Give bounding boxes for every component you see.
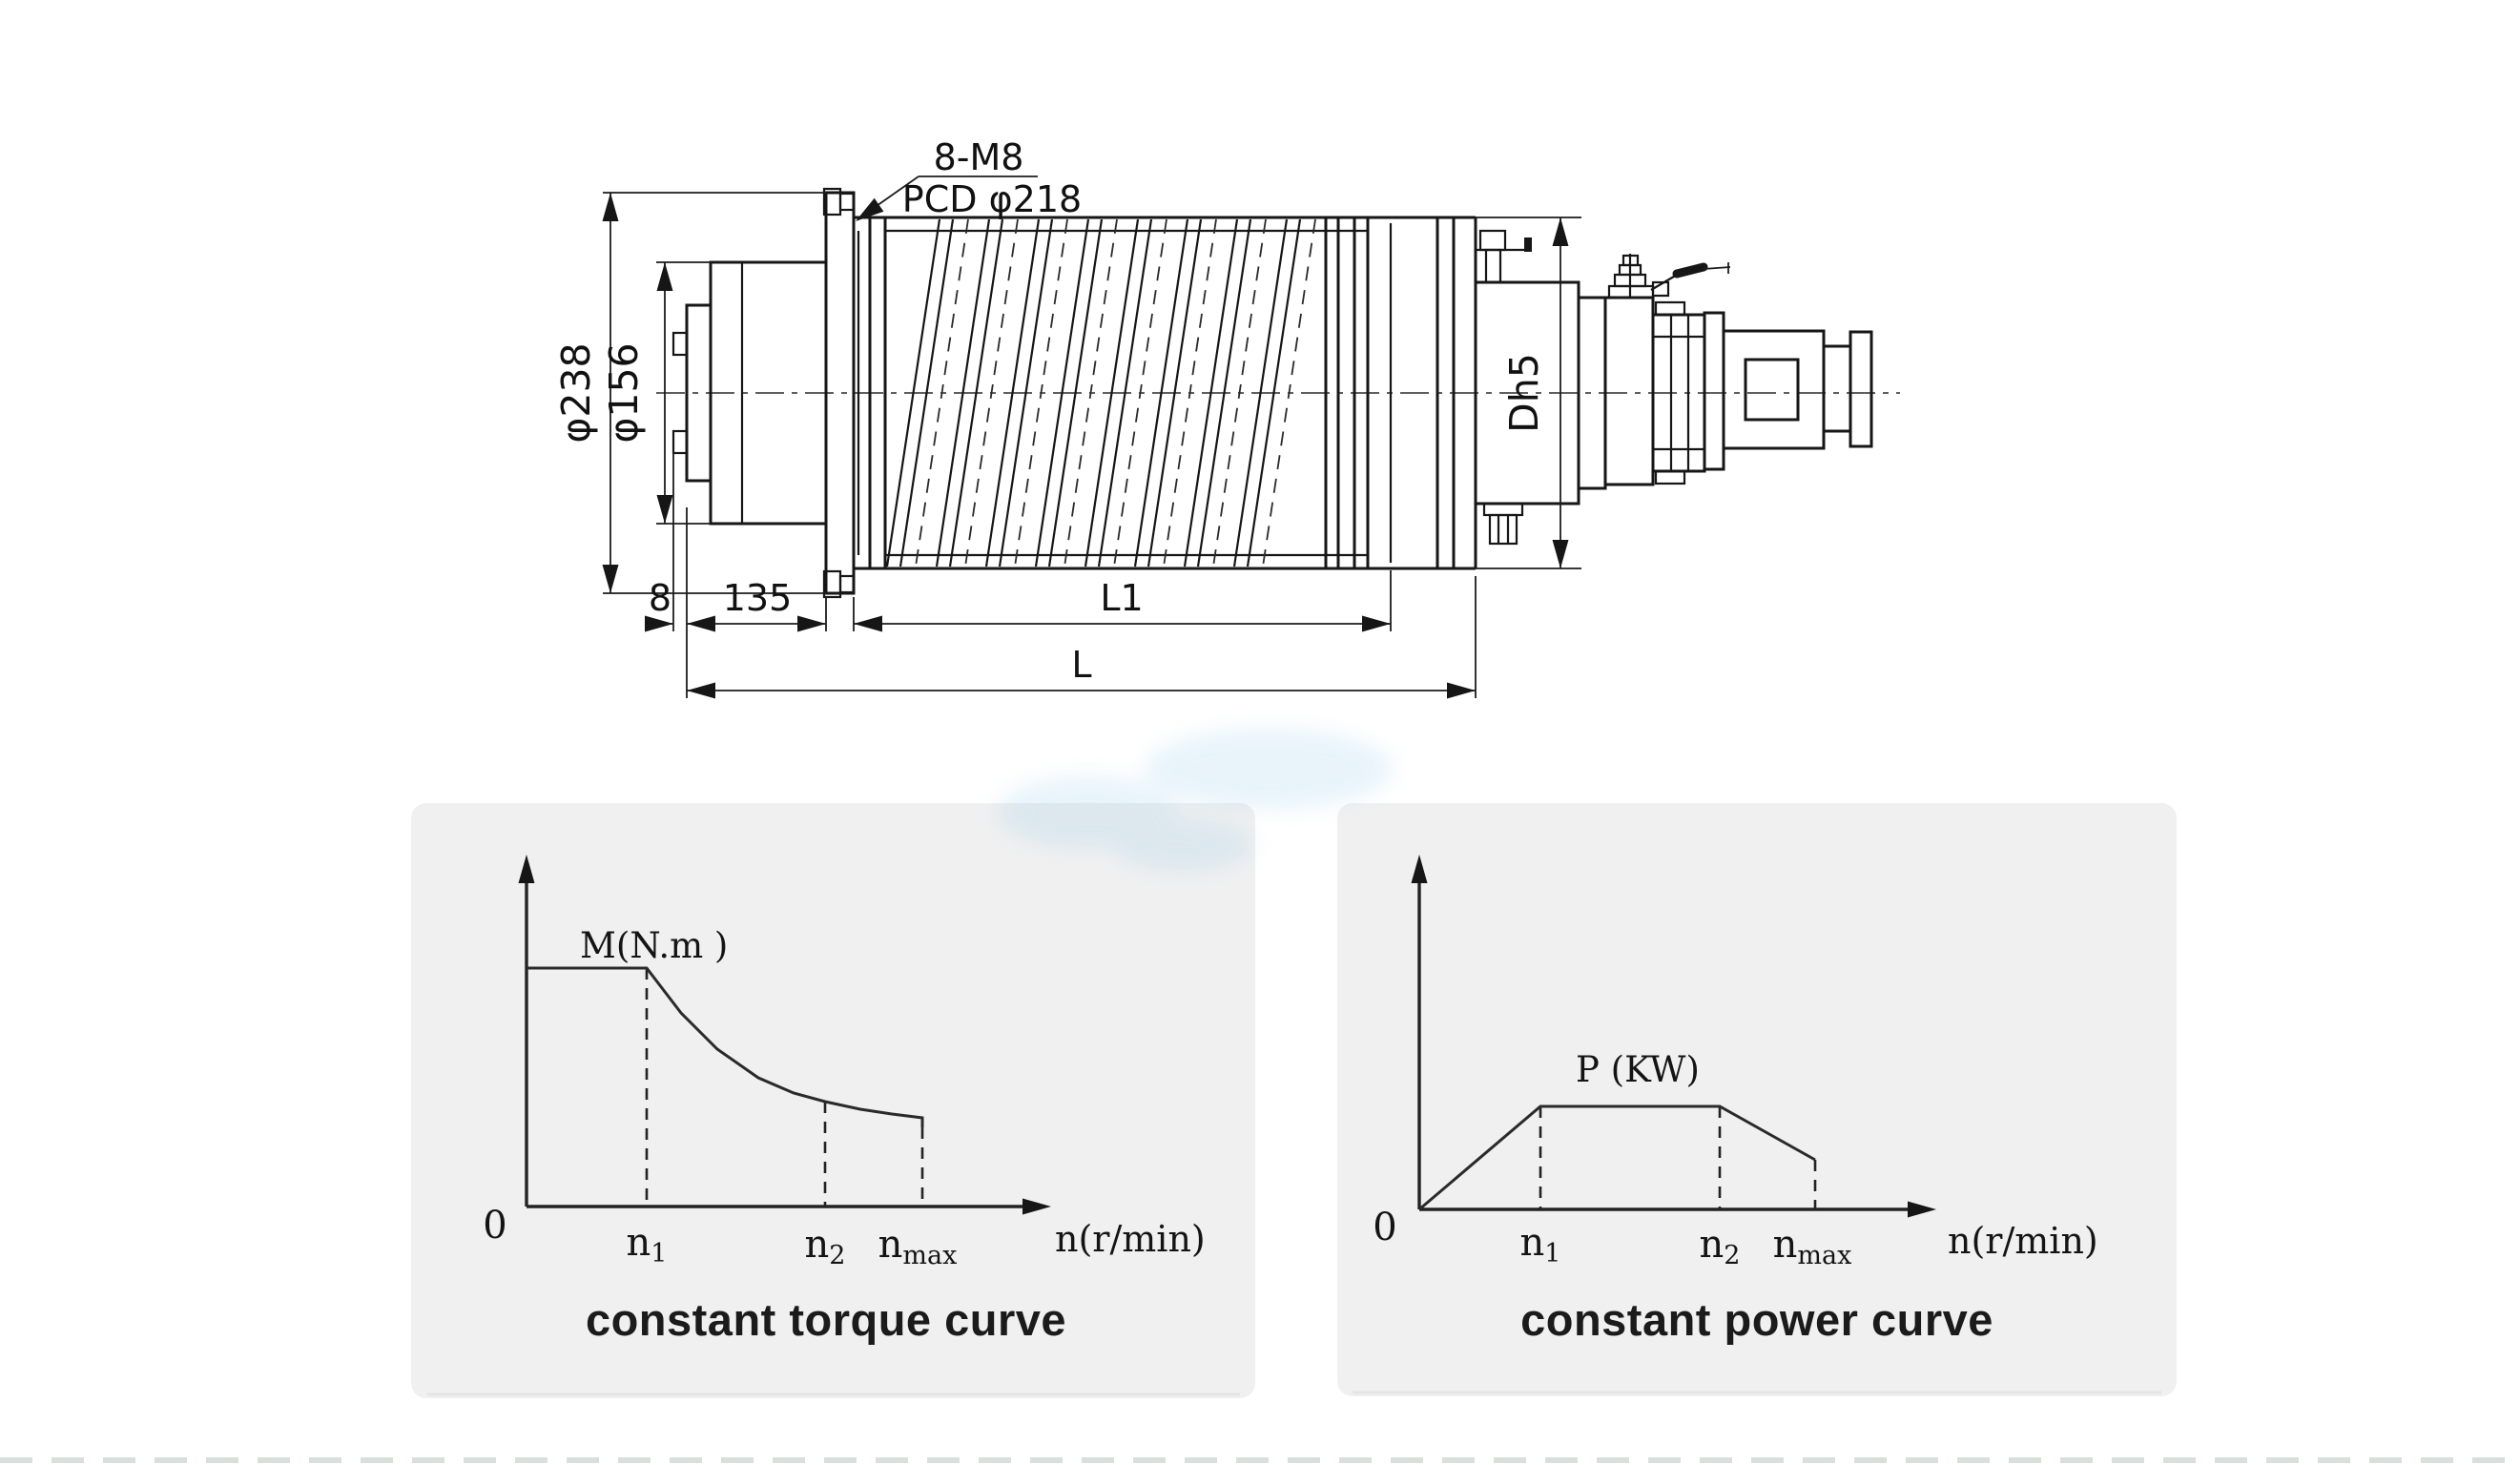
motor-body-cooling-fins xyxy=(854,216,1477,570)
fin-strip-edge xyxy=(1047,218,1104,567)
label-pcd: PCD φ218 xyxy=(902,178,1082,220)
x-axis-arrow xyxy=(1022,1198,1051,1215)
fin-strip-edge xyxy=(1246,218,1302,567)
power-origin-label: 0 xyxy=(1373,1206,1396,1249)
dim-phi156 xyxy=(656,262,673,524)
dimension-lines xyxy=(602,193,1569,699)
leader-arrow xyxy=(856,197,884,221)
fin-strip-edge xyxy=(885,218,941,567)
fin-hidden-edge xyxy=(1212,218,1267,567)
housing-bolt-top xyxy=(1475,229,1532,284)
fin-hidden-edge xyxy=(1113,218,1167,567)
dimension-arrow xyxy=(1447,682,1476,699)
label-dim-l: L xyxy=(1071,644,1091,686)
torque-curve-panel xyxy=(411,803,1255,1398)
spindle-drawing: 8-M8 PCD φ218 φ238 φ156 Dh5 8 135 L1 L xyxy=(553,136,1900,699)
label-bolt-spec: 8-M8 xyxy=(934,136,1024,178)
extension-lines xyxy=(603,192,1581,698)
dim-dh5 xyxy=(1552,217,1569,568)
dimension-arrow xyxy=(1552,217,1569,246)
fin-strip-edge xyxy=(1097,218,1153,567)
flange-bolt-top xyxy=(822,187,856,217)
fin-strip-edge xyxy=(1146,218,1203,567)
label-dim-8: 8 xyxy=(649,577,671,619)
housing-bolt-bottom xyxy=(1482,502,1524,546)
dimension-arrow xyxy=(656,495,673,524)
label-shaft-dia: Dh5 xyxy=(1501,353,1547,433)
valve-handle-knob xyxy=(1672,262,1708,279)
y-axis-arrow xyxy=(1411,855,1428,883)
fin-strip-edge xyxy=(1196,218,1252,567)
dimension-arrow xyxy=(687,615,715,632)
power-chart-plot xyxy=(1411,855,1936,1218)
fin-hidden-edge xyxy=(964,218,1019,567)
torque-chart: M(N.m ) 0 n1 n2 nmax n(r/min) constant t… xyxy=(483,855,1206,1345)
dim-l xyxy=(687,682,1476,699)
dimension-arrow xyxy=(656,262,673,291)
power-chart: P (KW) 0 n1 n2 nmax n(r/min) constant po… xyxy=(1373,855,2098,1345)
dimension-arrow xyxy=(602,193,619,221)
fin-strip-edge xyxy=(899,218,955,567)
torque-curve xyxy=(527,966,924,1127)
fin-strip-edge xyxy=(998,218,1054,567)
dim-phi238 xyxy=(602,193,619,593)
power-tick-nmax: nmax xyxy=(1773,1223,1852,1270)
dim-l1 xyxy=(854,615,1391,632)
dimension-arrow xyxy=(1552,540,1569,568)
label-dim-135: 135 xyxy=(723,577,793,619)
label-dia-outer: φ238 xyxy=(553,342,599,443)
flange-bolt-bottom xyxy=(822,569,856,599)
power-curve-panel xyxy=(1337,803,2177,1396)
fin-hidden-edge xyxy=(1014,218,1068,567)
torque-y-annotation: M(N.m ) xyxy=(580,925,728,966)
power-curve xyxy=(1418,1104,1816,1211)
fin-strip-edge xyxy=(1084,218,1140,567)
dimension-arrow xyxy=(854,615,882,632)
fin-hidden-edge xyxy=(1163,218,1217,567)
label-dim-l1: L1 xyxy=(1100,577,1143,619)
x-axis-arrow xyxy=(1908,1201,1936,1218)
torque-tick-n1: n1 xyxy=(627,1221,668,1269)
fin-strip-edge xyxy=(948,218,1004,567)
shaft-assembly xyxy=(1722,329,1873,450)
power-tick-n2: n2 xyxy=(1700,1223,1741,1270)
fin-end-rings xyxy=(1324,217,1477,568)
watermark xyxy=(997,729,1393,872)
fin-strip-edge xyxy=(1034,218,1090,567)
fin-strip-edge xyxy=(984,218,1041,567)
label-dia-inner: φ156 xyxy=(601,342,647,443)
dimension-arrow xyxy=(1362,615,1391,632)
torque-chart-plot xyxy=(518,855,1051,1215)
dim-8 xyxy=(645,615,673,632)
fin-hidden-edge xyxy=(915,218,969,567)
fin-strip-edge xyxy=(1183,218,1239,567)
torque-caption: constant torque curve xyxy=(586,1294,1066,1345)
dim-135 xyxy=(687,615,826,632)
fin-strips xyxy=(885,218,1316,567)
dimension-arrow xyxy=(602,565,619,593)
leader-8-m8 xyxy=(856,175,1038,221)
fin-strip-edge xyxy=(1133,218,1189,567)
fin-hidden-edge xyxy=(1064,218,1118,567)
fin-strip-edge xyxy=(935,218,991,567)
power-tick-n1: n1 xyxy=(1520,1221,1561,1269)
torque-origin-label: 0 xyxy=(483,1204,506,1248)
dimension-arrow xyxy=(645,615,673,632)
mounting-flange xyxy=(822,187,856,599)
torque-x-axis-label: n(r/min) xyxy=(1055,1218,1206,1260)
power-caption: constant power curve xyxy=(1520,1294,1993,1345)
dimension-arrow xyxy=(687,682,715,699)
coolant-valve xyxy=(1607,254,1731,299)
y-axis-arrow xyxy=(518,855,535,883)
fin-hidden-edge xyxy=(1262,218,1316,567)
dimension-arrow xyxy=(797,615,826,632)
fin-strip-edge xyxy=(1232,218,1289,567)
torque-tick-nmax: nmax xyxy=(878,1223,958,1270)
torque-tick-n2: n2 xyxy=(805,1223,846,1270)
power-y-annotation: P (KW) xyxy=(1576,1049,1700,1090)
power-x-axis-label: n(r/min) xyxy=(1948,1220,2098,1262)
